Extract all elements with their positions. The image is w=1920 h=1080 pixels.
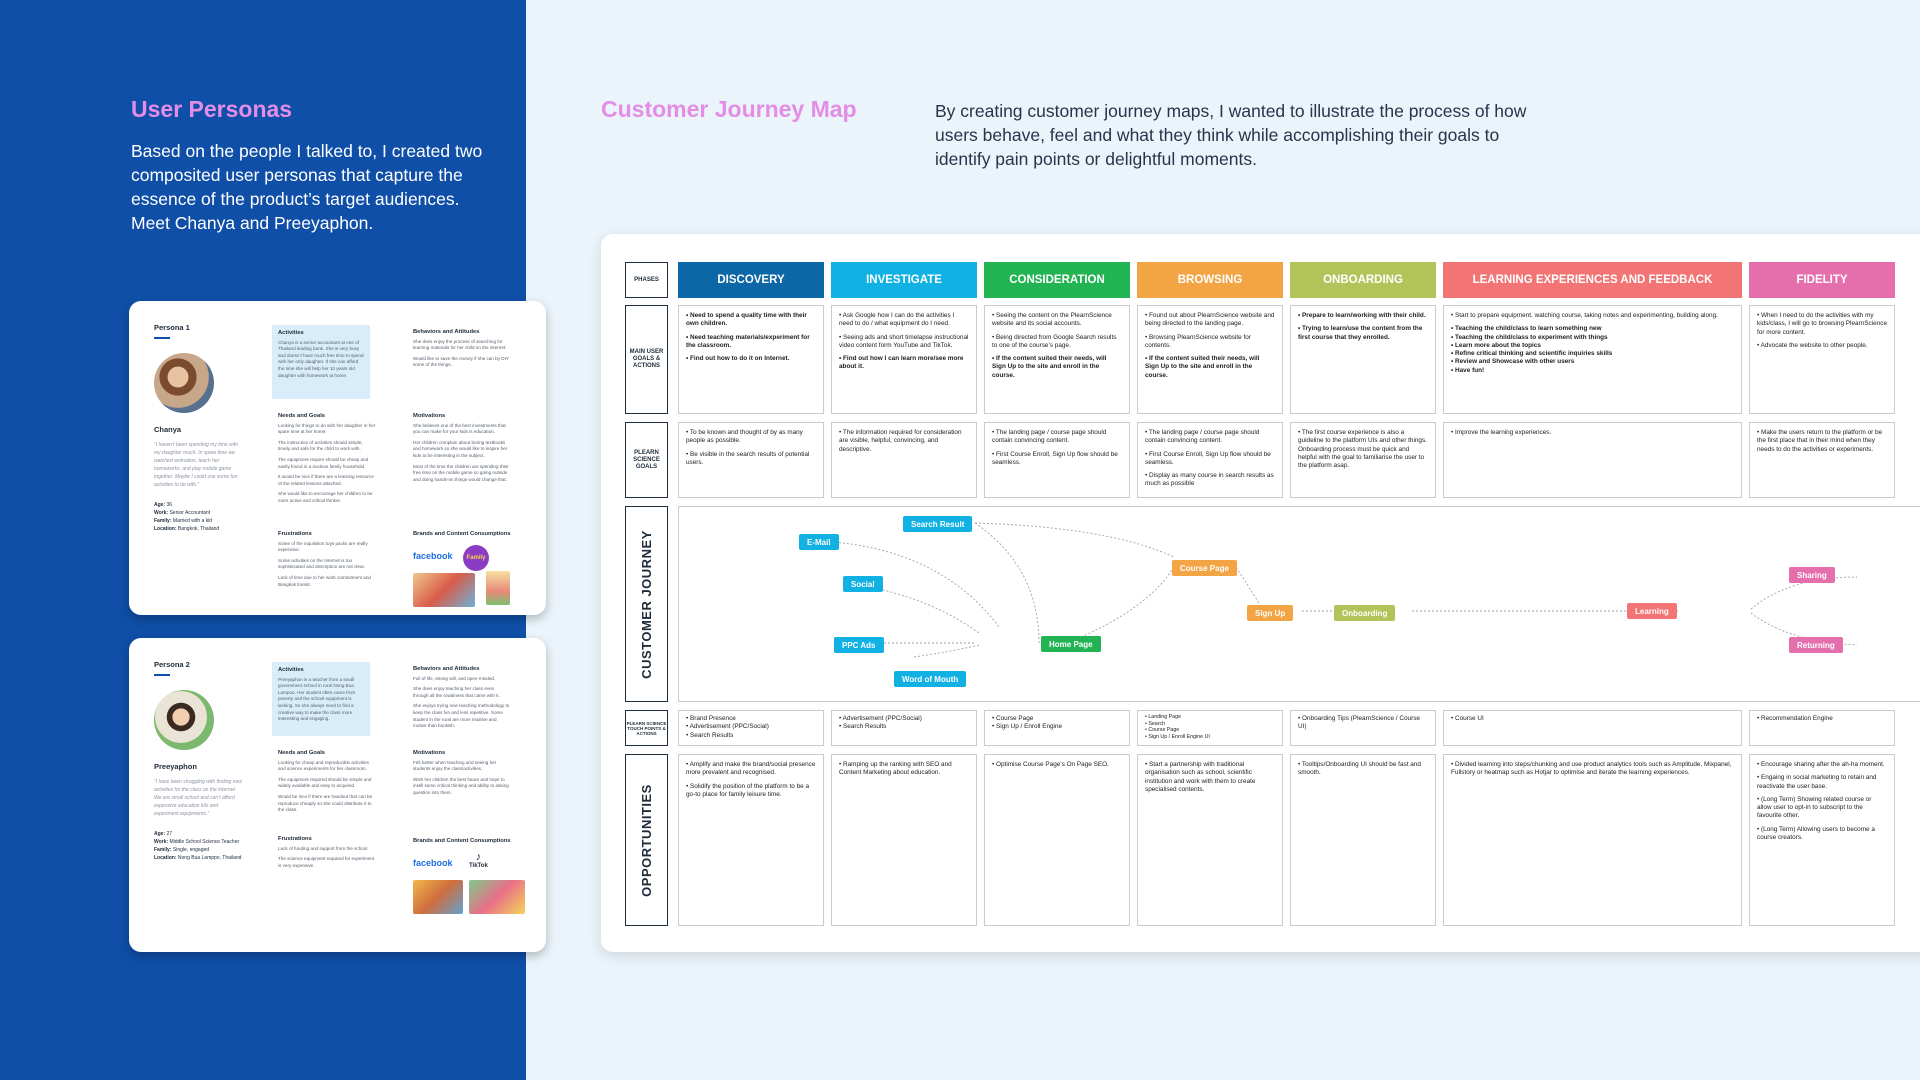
- content-thumbnail: [413, 573, 475, 607]
- phase-consideration: CONSIDERATION: [984, 262, 1130, 298]
- personas-intro: Based on the people I talked to, I creat…: [131, 141, 483, 233]
- phase-discovery: DISCOVERY: [678, 262, 824, 298]
- opportunities-browsing: • Start a partnership with traditional o…: [1137, 754, 1283, 926]
- phase-fidelity: FIDELITY: [1749, 262, 1895, 298]
- persona-label: Persona 2: [154, 660, 190, 669]
- node-social: Social: [843, 576, 883, 592]
- row-label-touchpoints: PLEARN SCIENCE TOUCH POINTS & ACTIONS: [625, 710, 668, 746]
- activities-box: Activities Chanya is a senior accountant…: [272, 325, 370, 399]
- content-thumbnail: [413, 880, 463, 914]
- activities-box: Activities Preeyaphon is a teacher from …: [272, 662, 370, 736]
- brands-title: Brands and Content Consumptions: [413, 531, 511, 537]
- goals-learning: • Start to prepare equipment, watching c…: [1443, 305, 1742, 414]
- node-course-page: Course Page: [1172, 560, 1237, 576]
- frustrations: Frustrations Some of the inquisition toy…: [278, 531, 371, 587]
- motivations: Motivations She believes one of the best…: [413, 413, 509, 482]
- opportunities-learning: • Divided learning into steps/chunking a…: [1443, 754, 1742, 926]
- divider: [154, 674, 170, 676]
- journey-flow: Search Result E-Mail Social PPC Ads Word…: [678, 506, 1920, 702]
- node-sign-up: Sign Up: [1247, 605, 1294, 621]
- cjm-description: By creating customer journey maps, I wan…: [935, 101, 1527, 169]
- touchpoints-fidelity: • Recommendation Engine: [1749, 710, 1895, 746]
- needs-goals: Needs and Goals Looking for things to do…: [278, 413, 376, 503]
- opportunities-onboarding: • Tooltips/Onboarding UI should be fast …: [1290, 754, 1436, 926]
- divider: [154, 337, 170, 339]
- node-sharing: Sharing: [1789, 567, 1835, 583]
- goals-browsing: • Found out about PlearnScience website …: [1137, 305, 1283, 414]
- ps-goals-consideration: • The landing page / course page should …: [984, 422, 1130, 498]
- ps-goals-fidelity: • Make the users return to the platform …: [1749, 422, 1895, 498]
- persona-facts: Age: 27 Work: Middle School Science Teac…: [154, 831, 242, 861]
- node-ppc-ads: PPC Ads: [834, 637, 884, 653]
- behaviors-attitudes: Behaviors and Attitudes She does enjoy t…: [413, 329, 509, 368]
- needs-goals: Needs and Goals Looking for cheap and re…: [278, 750, 373, 813]
- persona-photo: [154, 353, 214, 413]
- persona-name: Preeyaphon: [154, 762, 197, 771]
- row-label-goals: MAIN USER GOALS & ACTIONS: [625, 305, 668, 414]
- persona-facts: Age: 36 Work: Senior Accountant Family: …: [154, 502, 220, 532]
- touchpoints-discovery: • Brand Presence • Advertisement (PPC/So…: [678, 710, 824, 746]
- opportunities-investigate: • Ramping up the ranking with SEO and Co…: [831, 754, 977, 926]
- persona-label: Persona 1: [154, 323, 190, 332]
- personas-panel: User Personas Based on the people I talk…: [0, 0, 546, 1080]
- node-home-page: Home Page: [1041, 636, 1101, 652]
- row-label-journey: CUSTOMER JOURNEY: [625, 506, 668, 702]
- goals-investigate: • Ask Google how I can do the activities…: [831, 305, 977, 414]
- brands-title: Brands and Content Consumptions: [413, 838, 511, 844]
- ps-goals-learning: • Improve the learning experiences.: [1443, 422, 1742, 498]
- motivations: Motivations Felt better when teaching an…: [413, 750, 509, 795]
- phase-browsing: BROWSING: [1137, 262, 1283, 298]
- persona-card-2: Persona 2 Preeyaphon “I have been strugg…: [129, 638, 546, 952]
- phase-learning: LEARNING EXPERIENCES AND FEEDBACK: [1443, 262, 1742, 298]
- goals-discovery: • Need to spend a quality time with thei…: [678, 305, 824, 414]
- personas-title: User Personas: [131, 96, 293, 122]
- phase-investigate: INVESTIGATE: [831, 262, 977, 298]
- facebook-logo: facebook: [413, 551, 453, 561]
- goals-fidelity: • When I need to do the activities with …: [1749, 305, 1895, 414]
- touchpoints-learning: • Course UI: [1443, 710, 1742, 746]
- persona-photo: [154, 690, 214, 750]
- behaviors-attitudes: Behaviors and Attitudes Full of life, st…: [413, 666, 510, 729]
- opportunities-fidelity: • Encourage sharing after the ah-ha mome…: [1749, 754, 1895, 926]
- facebook-logo: facebook: [413, 858, 453, 868]
- family-channel-logo: Family: [463, 545, 489, 571]
- node-search-result: Search Result: [903, 516, 973, 532]
- touchpoints-browsing: • Landing Page • Search • Course Page • …: [1137, 710, 1283, 746]
- touchpoints-consideration: • Course Page • Sign Up / Enroll Engine: [984, 710, 1130, 746]
- ps-goals-discovery: • To be known and thought of by as many …: [678, 422, 824, 498]
- node-returning: Returning: [1789, 637, 1843, 653]
- node-email: E-Mail: [799, 534, 839, 550]
- frustrations: Frustrations Lack of funding and support…: [278, 836, 375, 868]
- touchpoints-investigate: • Advertisement (PPC/Social) • Search Re…: [831, 710, 977, 746]
- ps-goals-browsing: • The landing page / course page should …: [1137, 422, 1283, 498]
- node-onboarding: Onboarding: [1334, 605, 1396, 621]
- persona-quote: “I have been struggling with finding new…: [154, 779, 242, 817]
- opportunities-consideration: • Optimise Course Page’s On Page SEO.: [984, 754, 1130, 926]
- node-word-of-mouth: Word of Mouth: [894, 671, 967, 687]
- content-thumbnail: [469, 880, 525, 914]
- row-label-ps-goals: PLEARN SCIENCE GOALS: [625, 422, 668, 498]
- content-thumbnail: [486, 571, 510, 605]
- opportunities-discovery: • Amplify and make the brand/social pres…: [678, 754, 824, 926]
- tiktok-logo: ♪TikTok: [469, 851, 488, 869]
- persona-name: Chanya: [154, 425, 182, 434]
- row-label-opportunities: OPPORTUNITIES: [625, 754, 668, 926]
- row-label-phases: PHASES: [625, 262, 668, 298]
- goals-onboarding: • Prepare to learn/working with their ch…: [1290, 305, 1436, 414]
- persona-quote: “I haven’t been spending my time with my…: [154, 442, 238, 488]
- journey-connectors: [818, 522, 1858, 658]
- cjm-title: Customer Journey Map: [601, 96, 857, 122]
- ps-goals-investigate: • The information required for considera…: [831, 422, 977, 498]
- customer-journey-map: PHASES MAIN USER GOALS & ACTIONS PLEARN …: [601, 234, 1920, 952]
- persona-card-1: Persona 1 Chanya “I haven’t been spendin…: [129, 301, 546, 615]
- touchpoints-onboarding: • Onboarding Tips (PlearnScience / Cours…: [1290, 710, 1436, 746]
- phase-onboarding: ONBOARDING: [1290, 262, 1436, 298]
- node-learning: Learning: [1627, 603, 1677, 619]
- goals-consideration: • Seeing the content on the PlearnScienc…: [984, 305, 1130, 414]
- ps-goals-onboarding: • The first course experience is also a …: [1290, 422, 1436, 498]
